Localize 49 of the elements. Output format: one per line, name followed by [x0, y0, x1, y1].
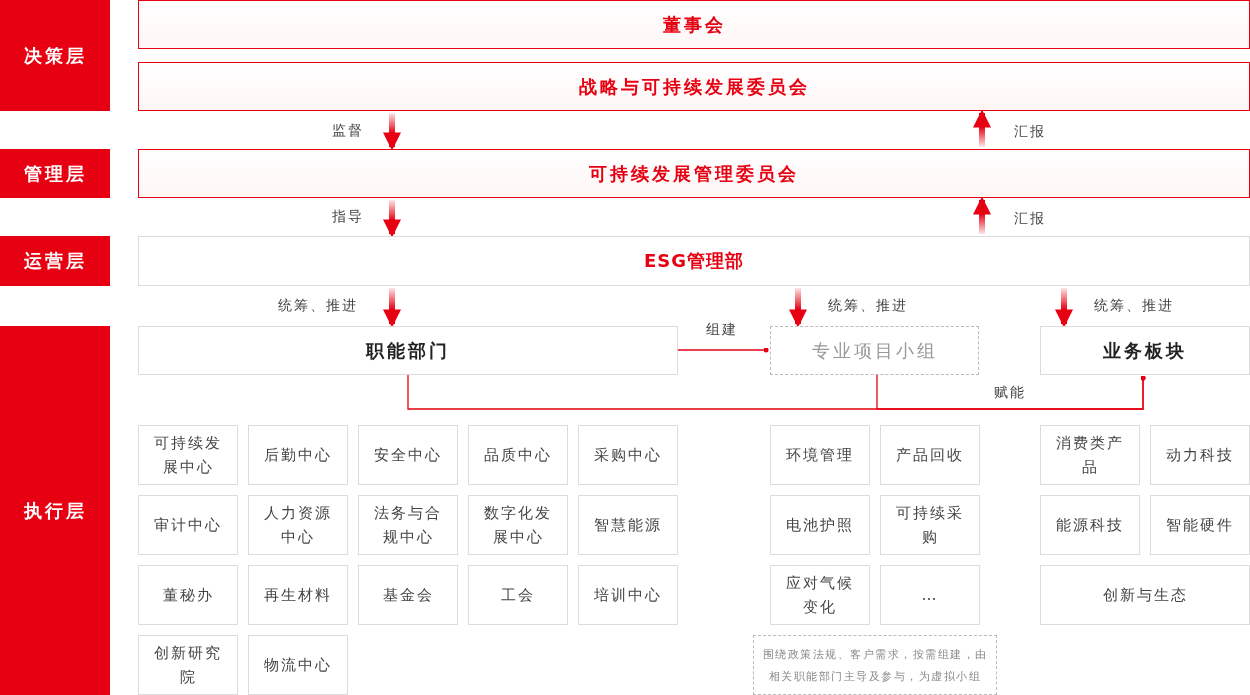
unit-box: 人力资源中心 — [248, 495, 348, 555]
unit-box: 智能硬件 — [1150, 495, 1250, 555]
arrow — [973, 196, 991, 234]
unit-box: 培训中心 — [578, 565, 678, 625]
unit-box: 智慧能源 — [578, 495, 678, 555]
note-box: 围绕政策法规、客户需求，按需组建，由相关职能部门主导及参与，为虚拟小组 — [753, 635, 997, 695]
virtual-group-box: 专业项目小组 — [770, 326, 979, 375]
unit-box: 法务与合规中心 — [358, 495, 458, 555]
tier-band: 管理层 — [0, 149, 110, 198]
unit-box: 基金会 — [358, 565, 458, 625]
committee-box: 董事会 — [138, 0, 1250, 49]
unit-box: … — [880, 565, 980, 625]
group-box: 职能部门 — [138, 326, 678, 375]
unit-box: 再生材料 — [248, 565, 348, 625]
arrow — [383, 200, 401, 238]
arrow — [973, 109, 991, 147]
arrow — [1055, 288, 1073, 328]
unit-box: 工会 — [468, 565, 568, 625]
committee-box: 可持续发展管理委员会 — [138, 149, 1250, 198]
unit-box: 消费类产品 — [1040, 425, 1140, 485]
unit-box: 电池护照 — [770, 495, 870, 555]
unit-box: 创新研究院 — [138, 635, 238, 695]
unit-box: 采购中心 — [578, 425, 678, 485]
tier-band: 运营层 — [0, 236, 110, 286]
unit-box: 数字化发展中心 — [468, 495, 568, 555]
committee-box: 战略与可持续发展委员会 — [138, 62, 1250, 111]
unit-box: 审计中心 — [138, 495, 238, 555]
tier-band: 执行层 — [0, 326, 110, 695]
connector-line — [876, 374, 1146, 410]
unit-box: 创新与生态 — [1040, 565, 1250, 625]
unit-box: 物流中心 — [248, 635, 348, 695]
unit-box: 品质中心 — [468, 425, 568, 485]
unit-box: 能源科技 — [1040, 495, 1140, 555]
tier-band: 决策层 — [0, 0, 110, 111]
unit-box: 应对气候变化 — [770, 565, 870, 625]
unit-box: 可持续发展中心 — [138, 425, 238, 485]
unit-box: 动力科技 — [1150, 425, 1250, 485]
unit-box: 可持续采购 — [880, 495, 980, 555]
unit-box: 环境管理 — [770, 425, 870, 485]
department-box: ESG管理部 — [138, 236, 1250, 286]
unit-box: 董秘办 — [138, 565, 238, 625]
unit-box: 安全中心 — [358, 425, 458, 485]
unit-box: 后勤中心 — [248, 425, 348, 485]
connector-line — [677, 347, 769, 353]
arrow — [383, 113, 401, 151]
arrow — [789, 288, 807, 328]
arrow — [383, 288, 401, 328]
unit-box: 产品回收 — [880, 425, 980, 485]
group-box: 业务板块 — [1040, 326, 1250, 375]
